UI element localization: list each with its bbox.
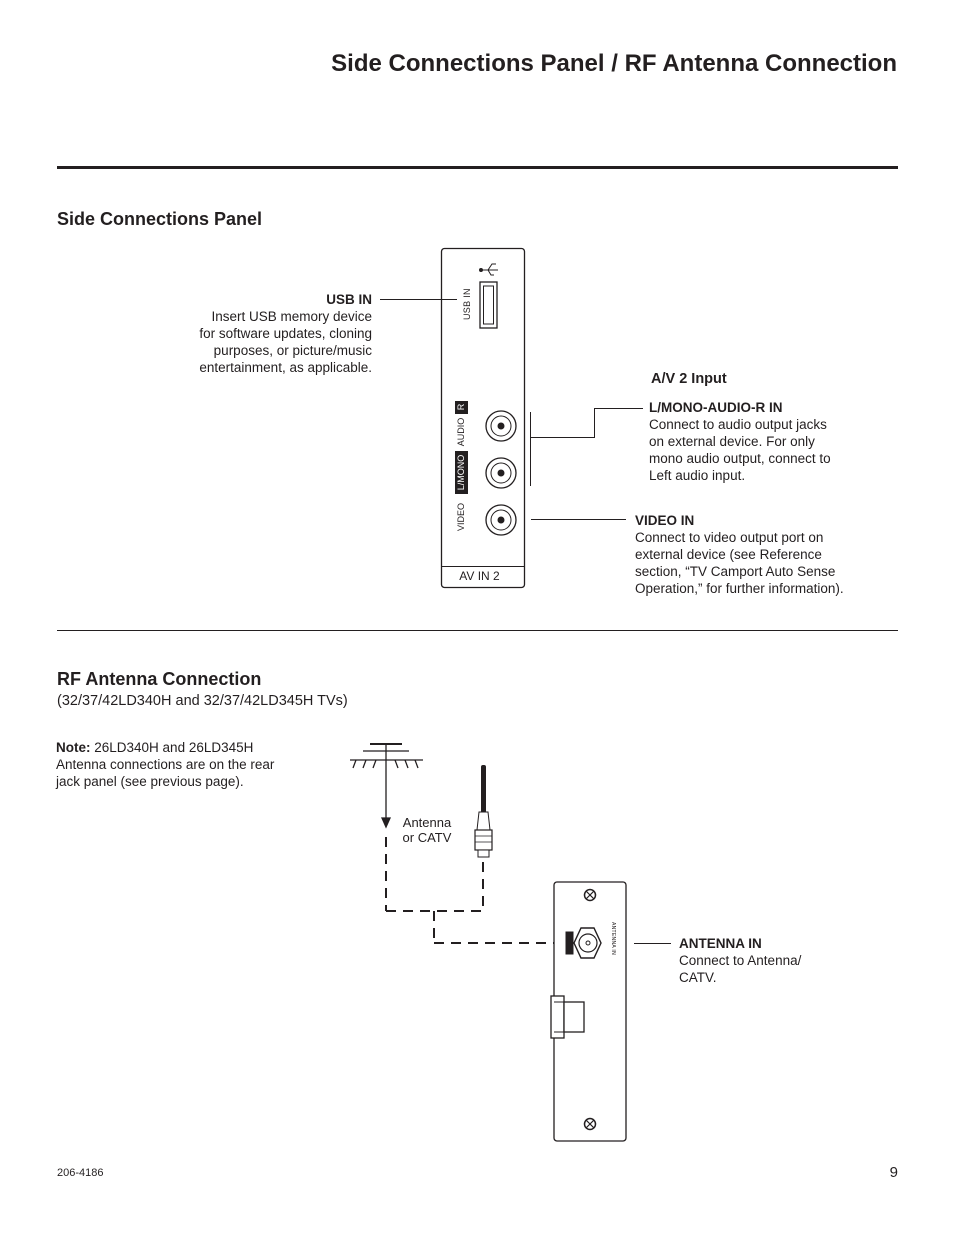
usb-symbol-icon	[479, 263, 498, 276]
panel-label-av-in-2: AV IN 2	[459, 569, 500, 583]
rf-heading: RF Antenna Connection	[57, 669, 262, 689]
note-line: jack panel (see previous page).	[56, 774, 244, 789]
screw-icon	[583, 1117, 597, 1131]
panel-label-usb-in: USB IN	[462, 288, 472, 320]
side-jack-panel	[440, 247, 526, 589]
usb-in-desc-line: Insert USB memory device	[211, 309, 372, 324]
panel-label-l-mono: L/MONO	[456, 454, 466, 491]
title-rule	[57, 166, 898, 169]
panel-label-audio: AUDIO	[456, 417, 466, 447]
av2-heading: A/V 2 Input	[651, 371, 727, 387]
audio-desc-line: Left audio input.	[649, 468, 746, 483]
usb-in-title: USB IN	[326, 292, 372, 307]
antenna-label: Antenna or CATV	[392, 815, 462, 845]
video-desc-line: Connect to video output port on	[635, 530, 824, 545]
antenna-icon	[350, 743, 423, 829]
antenna-jack-panel	[550, 881, 627, 1142]
video-desc-line: section, “TV Camport Auto Sense	[635, 564, 836, 579]
antenna-in-desc-line: CATV.	[679, 970, 717, 985]
page-title: Side Connections Panel / RF Antenna Conn…	[331, 50, 897, 77]
panel-label-video: VIDEO	[456, 503, 466, 532]
video-desc-line: external device (see Reference	[635, 547, 822, 562]
audio-desc-line: mono audio output, connect to	[649, 451, 831, 466]
antenna-in-callout: ANTENNA IN Connect to Antenna/ CATV.	[679, 935, 879, 986]
note-line: Antenna connections are on the rear	[56, 757, 275, 772]
video-title: VIDEO IN	[635, 513, 695, 528]
side-panel-heading: Side Connections Panel	[57, 209, 263, 229]
callout-lines	[380, 299, 671, 944]
antenna-label-line: or CATV	[402, 830, 452, 845]
rf-subheading: (32/37/42LD340H and 32/37/42LD345H TVs)	[57, 693, 348, 709]
panel-label-r: R	[456, 403, 466, 411]
panel-label-antenna-in: ANTENNA IN	[610, 922, 616, 956]
antenna-label-line: Antenna	[402, 815, 452, 830]
antenna-in-desc-line: Connect to Antenna/	[679, 953, 802, 968]
usb-in-callout: USB IN Insert USB memory device for soft…	[130, 291, 372, 376]
usb-in-desc-line: entertainment, as applicable.	[199, 360, 372, 375]
audio-r-jack	[485, 410, 517, 442]
rf-note: Note: 26LD340H and 26LD345H Antenna conn…	[56, 739, 316, 790]
note-first-line: 26LD340H and 26LD345H	[90, 740, 254, 755]
coax-cable-icon	[474, 765, 493, 858]
video-jack	[485, 504, 517, 536]
usb-in-desc-line: for software updates, cloning	[199, 326, 372, 341]
video-callout: VIDEO IN Connect to video output port on…	[635, 512, 935, 597]
usb-port-icon	[479, 281, 498, 329]
antenna-in-title: ANTENNA IN	[679, 936, 762, 951]
audio-callout: L/MONO-AUDIO-R IN Connect to audio outpu…	[649, 399, 909, 484]
audio-title: L/MONO-AUDIO-R IN	[649, 400, 783, 415]
audio-desc-line: Connect to audio output jacks	[649, 417, 827, 432]
page-number: 9	[889, 1164, 898, 1181]
note-label: Note:	[56, 740, 91, 755]
dashed-connection	[385, 837, 566, 944]
audio-l-jack	[485, 457, 517, 489]
doc-number: 206-4186	[57, 1167, 104, 1179]
video-desc-line: Operation,” for further information).	[635, 581, 844, 596]
coax-jack-icon	[565, 927, 602, 959]
audio-desc-line: on external device. For only	[649, 434, 815, 449]
usb-in-desc-line: purposes, or picture/music	[213, 343, 372, 358]
screw-icon	[583, 888, 597, 902]
bracket-icon	[550, 995, 585, 1039]
